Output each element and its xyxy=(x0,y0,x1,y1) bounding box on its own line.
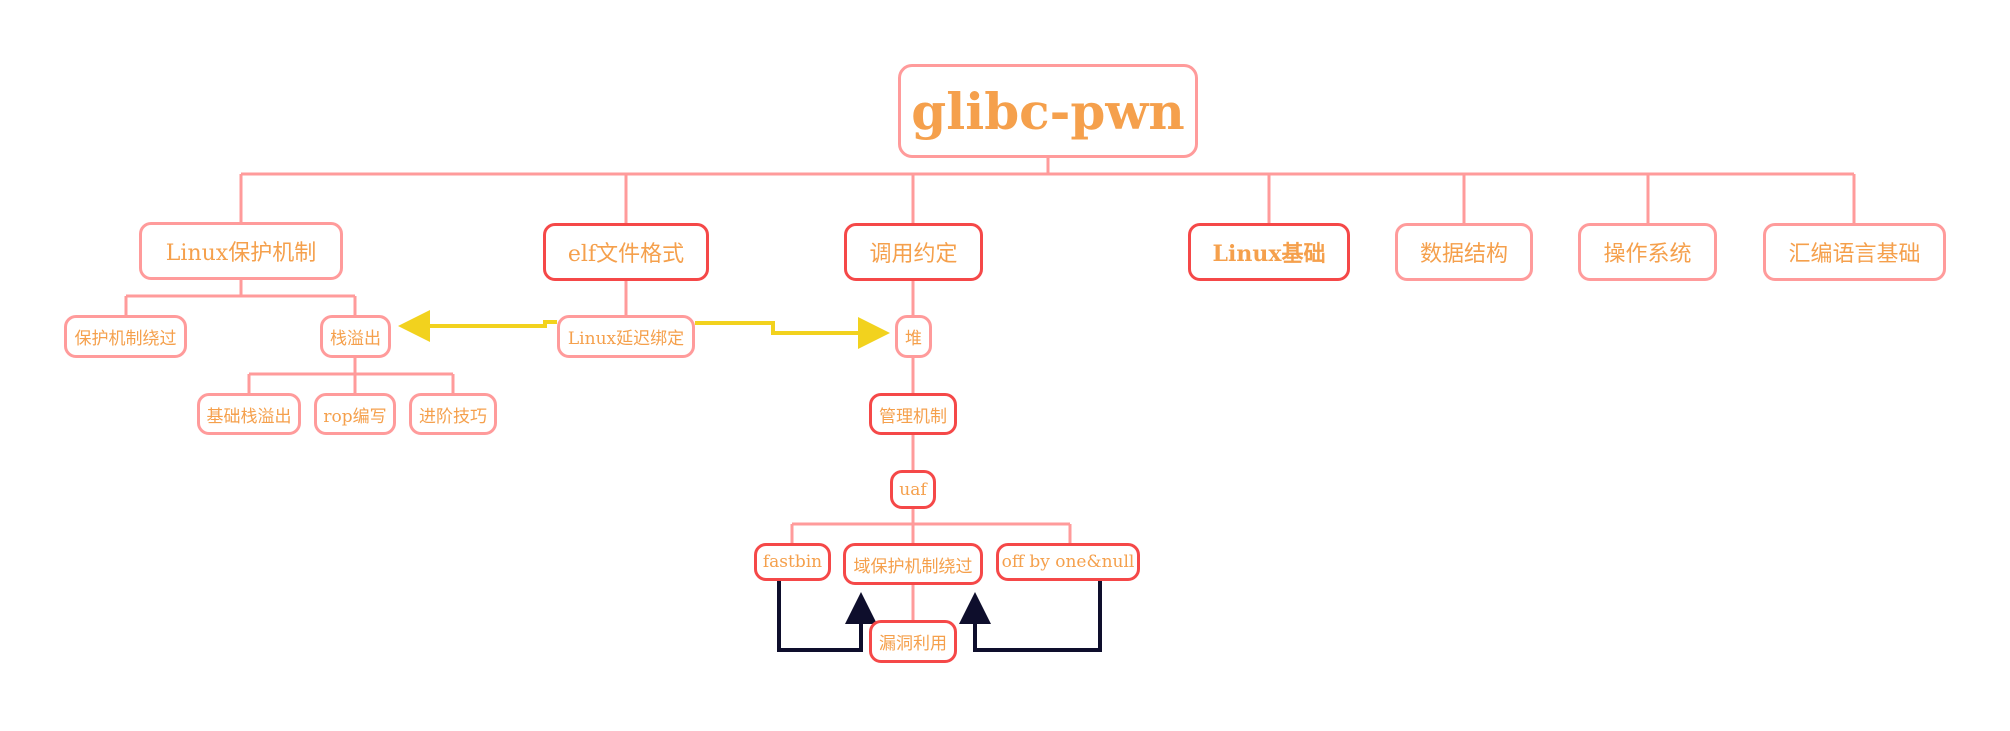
connector-linux-protection-children xyxy=(124,279,357,315)
node-label: Linux延迟绑定 xyxy=(567,329,685,349)
node-label: Linux基础 xyxy=(1212,241,1326,267)
node-label: rop编写 xyxy=(323,406,387,427)
node-linux-lazy-binding[interactable]: Linux延迟绑定 xyxy=(557,315,695,358)
root-node[interactable]: glibc-pwn xyxy=(898,64,1198,158)
node-label: Linux保护机制 xyxy=(165,241,317,266)
node-elf-format[interactable]: elf文件格式 xyxy=(543,223,709,281)
root-node-label: glibc-pwn xyxy=(911,81,1185,141)
node-basic-stack-overflow[interactable]: 基础栈溢出 xyxy=(197,393,301,435)
node-fastbin[interactable]: fastbin xyxy=(754,543,831,581)
relation-fastbin-to-domain-bypass xyxy=(777,580,877,652)
node-label: 漏洞利用 xyxy=(879,634,947,654)
node-label: 汇编语言基础 xyxy=(1788,242,1921,267)
node-label: 保护机制绕过 xyxy=(74,329,177,349)
node-calling-convention[interactable]: 调用约定 xyxy=(844,223,983,281)
node-label: off by one&null xyxy=(1001,552,1135,572)
node-assembly-basics[interactable]: 汇编语言基础 xyxy=(1763,223,1946,281)
node-heap[interactable]: 堆 xyxy=(895,315,932,358)
connector-stack-overflow-children xyxy=(247,358,455,393)
node-off-by-one-null[interactable]: off by one&null xyxy=(996,543,1140,581)
node-label: 域保护机制绕过 xyxy=(853,556,973,577)
node-vulnerability-exploitation[interactable]: 漏洞利用 xyxy=(869,620,957,663)
relation-lazy-binding-to-heap xyxy=(695,317,890,349)
node-label: uaf xyxy=(899,479,927,500)
node-operating-system[interactable]: 操作系统 xyxy=(1578,223,1717,281)
connector-uaf-children xyxy=(790,508,1072,543)
node-label: 进阶技巧 xyxy=(419,406,487,427)
node-label: 调用约定 xyxy=(869,242,958,267)
node-label: 堆 xyxy=(905,329,922,349)
node-uaf[interactable]: uaf xyxy=(890,470,936,509)
node-label: 基础栈溢出 xyxy=(206,406,292,427)
node-advanced-techniques[interactable]: 进阶技巧 xyxy=(409,393,497,435)
node-label: 栈溢出 xyxy=(330,329,381,349)
node-stack-overflow[interactable]: 栈溢出 xyxy=(320,315,391,358)
node-management-mechanism[interactable]: 管理机制 xyxy=(869,393,957,435)
node-label: 管理机制 xyxy=(879,406,947,427)
node-label: 数据结构 xyxy=(1419,242,1508,267)
node-data-structures[interactable]: 数据结构 xyxy=(1395,223,1533,281)
node-linux-basics[interactable]: Linux基础 xyxy=(1188,223,1350,281)
node-domain-protection-bypass[interactable]: 域保护机制绕过 xyxy=(843,543,983,585)
relation-off-by-one-to-domain-bypass xyxy=(959,580,1102,652)
node-label: 操作系统 xyxy=(1603,242,1692,267)
node-label: fastbin xyxy=(762,552,823,572)
relation-lazy-binding-to-stack-overflow xyxy=(398,310,557,342)
node-label: elf文件格式 xyxy=(567,242,685,267)
node-linux-protection[interactable]: Linux保护机制 xyxy=(139,222,343,280)
node-protection-bypass[interactable]: 保护机制绕过 xyxy=(64,315,187,358)
node-rop-writing[interactable]: rop编写 xyxy=(314,393,396,435)
